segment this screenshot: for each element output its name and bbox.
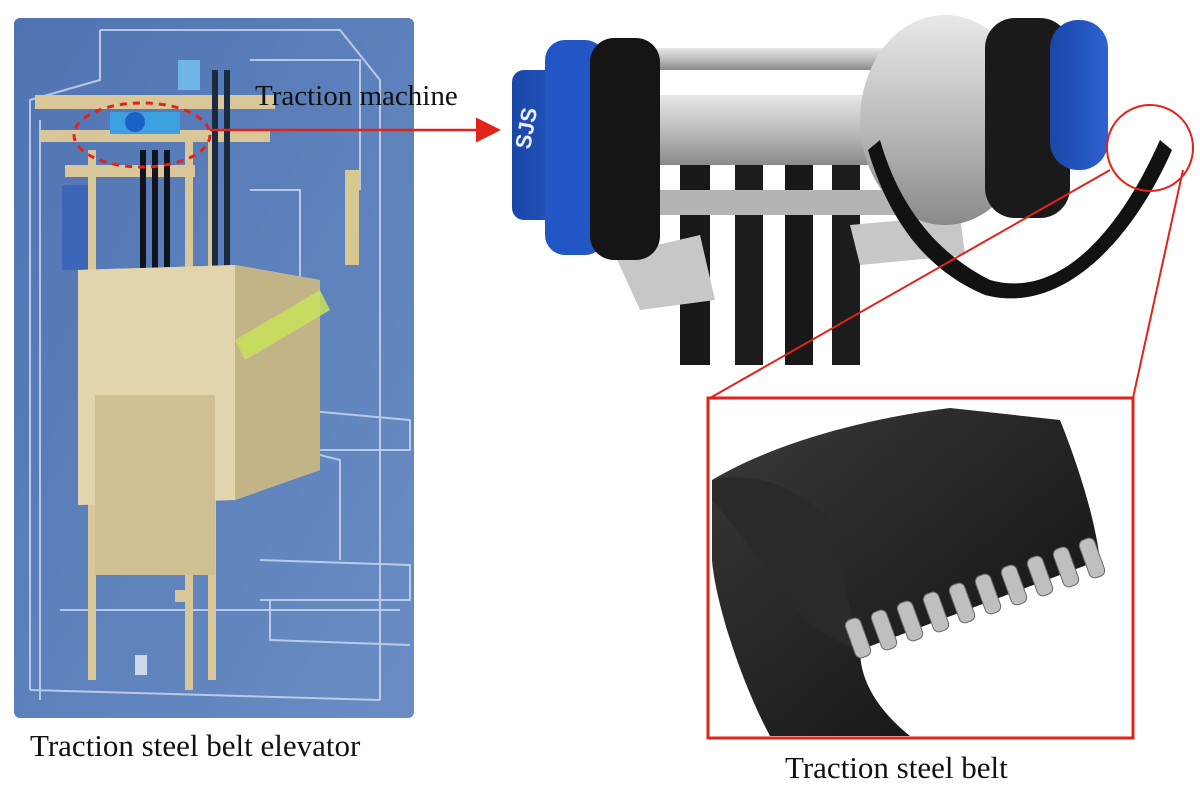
belt-end-highlight: [1106, 104, 1194, 192]
elevator-caption: Traction steel belt elevator: [30, 728, 361, 763]
zoom-connector-left: [709, 169, 1111, 399]
traction-machine-illustration: SJS: [510, 15, 1172, 365]
elevator-illustration: [14, 18, 414, 718]
traction-machine-label: Traction machine: [255, 80, 458, 112]
steel-belt-caption: Traction steel belt: [785, 750, 1008, 785]
traction-machine-highlight: [72, 101, 212, 169]
steel-belt-closeup: [706, 396, 1135, 740]
zoom-connector-right: [1132, 169, 1184, 399]
